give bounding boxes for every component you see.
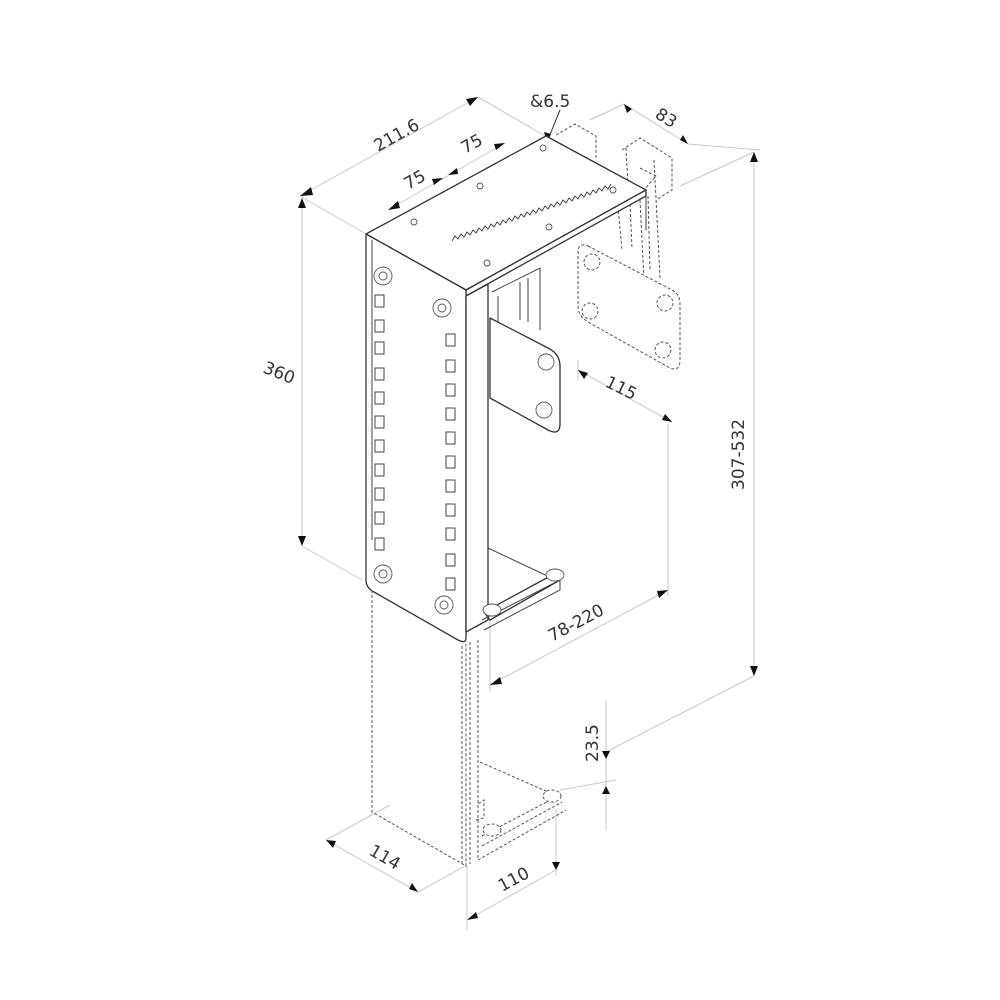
lower-extension xyxy=(371,590,567,867)
dim-rail-width: 83 xyxy=(651,104,680,132)
dim-foot-height: 23.5 xyxy=(583,724,603,762)
screw-icon xyxy=(373,564,393,584)
dim-hole-diameter: &6.5 xyxy=(530,92,570,112)
front-side-panel xyxy=(365,233,467,643)
top-plate xyxy=(365,135,647,297)
dim-top-height: 360 xyxy=(260,358,298,389)
dim-base-width: 110 xyxy=(495,864,533,897)
screw-icon xyxy=(432,298,452,318)
dim-overall-depth: 211.6 xyxy=(371,115,423,156)
upper-clamp xyxy=(465,196,647,633)
dimension-lines xyxy=(298,96,761,930)
dim-plate-width: 115 xyxy=(602,373,640,405)
dim-hole-spacing-1: 75 xyxy=(401,166,430,194)
dim-base-depth: 114 xyxy=(366,841,404,875)
screw-icon xyxy=(434,595,454,615)
dim-total-height-range: 307-532 xyxy=(729,419,749,490)
wall-bracket xyxy=(555,123,681,370)
screw-icon xyxy=(373,266,393,286)
dim-hole-spacing-2: 75 xyxy=(458,130,487,158)
